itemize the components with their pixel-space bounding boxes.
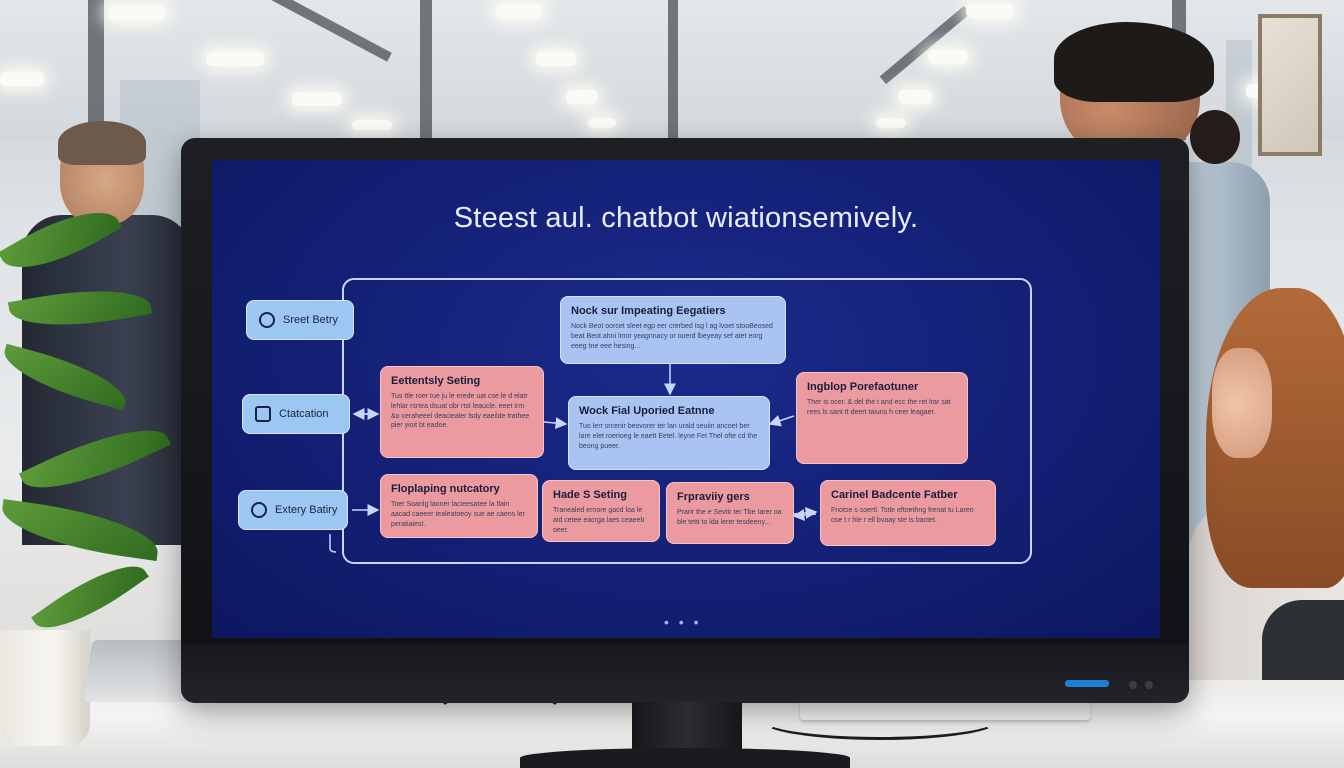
slide-pager-dots[interactable]: • • • <box>664 614 702 630</box>
ceiling-light <box>206 52 264 66</box>
start-node-3[interactable]: Extery Batiry <box>238 490 348 530</box>
node-text: Nock Beot oorcet sleet egp eer crerbed t… <box>571 323 773 350</box>
flow-node-top[interactable]: Nock sur Impeating Eegatiers Nock Beot o… <box>560 296 786 364</box>
chat-bubble-icon <box>251 502 267 518</box>
ceiling-light <box>928 50 968 64</box>
connector-arrow <box>792 509 817 522</box>
node-title: Ingblop Porefaotuner <box>807 381 919 393</box>
ceiling-light <box>588 118 616 128</box>
connector-line <box>329 534 337 553</box>
flow-node-center[interactable]: Wock Fial Uporied Eatnne Tuo lerr srceni… <box>568 396 770 470</box>
monitor-bezel <box>181 643 1189 703</box>
monitor-stand-base <box>520 748 850 768</box>
node-text: Ther is ocer. & del the t and ecc the re… <box>807 399 951 416</box>
window-mullion <box>420 0 432 140</box>
start-node-label: Sreet Betry <box>283 314 339 326</box>
connector-arrow <box>543 417 568 430</box>
node-title: Eettentsly Seting <box>391 375 481 387</box>
slide-title: Steest aul. chatbot wiationsemively. <box>453 202 919 234</box>
bezel-button-icon[interactable] <box>1145 681 1153 689</box>
monitor-screen: Steest aul. chatbot wiationsemively. Sre… <box>212 160 1160 638</box>
wall-picture <box>1258 14 1322 156</box>
node-title: Floplaping nutcatory <box>391 483 500 495</box>
node-text: Fnotse s soertl. Tstle eftoethng frenat … <box>831 507 974 524</box>
flow-node-bottom-4[interactable]: Carinel Badcente Fatber Fnotse s soertl.… <box>820 480 996 546</box>
start-node-label: Extery Batiry <box>275 504 338 516</box>
ceiling-light <box>966 4 1014 18</box>
ceiling-light <box>876 118 906 128</box>
node-title: Frpraviiy gers <box>677 491 750 503</box>
power-indicator-icon <box>1065 680 1109 687</box>
flow-node-left[interactable]: Eettentsly Seting Tus ttle roer tue ju l… <box>380 366 544 458</box>
ceiling-light <box>292 92 342 106</box>
chat-bubble-icon <box>259 312 275 328</box>
flow-node-bottom-2[interactable]: Hade S Seting Tranealed ernore gacd loa … <box>542 480 660 542</box>
ceiling-light <box>566 90 598 104</box>
flow-node-bottom-3[interactable]: Frpraviiy gers Prarir the e Sevtir ter T… <box>666 482 794 544</box>
node-title: Nock sur Impeating Eegatiers <box>571 305 726 317</box>
node-title: Hade S Seting <box>553 489 627 501</box>
ceiling-light <box>0 72 44 86</box>
node-text: Tuo lerr srcenir beovorer ter lan urald … <box>579 423 758 450</box>
flow-node-bottom-1[interactable]: Floplaping nutcatory Toer Soanlg laoner … <box>380 474 538 538</box>
window-mullion <box>668 0 678 140</box>
ceiling-light <box>108 6 166 20</box>
node-text: Toer Soanlg laoner lacieesatee la Ilain … <box>391 501 525 528</box>
node-text: Prarir the e Sevtir ter Tbe Iarer oa ble… <box>677 509 782 526</box>
ceiling-light <box>898 90 932 104</box>
node-title: Carinel Badcente Fatber <box>831 489 958 501</box>
node-title: Wock Fial Uporied Eatnne <box>579 405 715 417</box>
ceiling-light <box>536 52 576 66</box>
window-mullion <box>88 0 104 130</box>
node-text: Tus ttle roer tue ju le erede uat cse le… <box>391 393 530 430</box>
ceiling-light <box>496 4 542 18</box>
connector-arrow <box>768 414 795 427</box>
flow-connectors <box>329 364 818 553</box>
node-text: Tranealed ernore gacd loa le aid cetee e… <box>553 507 645 534</box>
flow-node-right[interactable]: Ingblop Porefaotuner Ther is ocer. & del… <box>796 372 968 464</box>
plant-pot <box>0 630 90 746</box>
message-square-icon <box>255 406 271 422</box>
person-standing-left <box>22 121 192 545</box>
start-node-1[interactable]: Sreet Betry <box>246 300 354 340</box>
cable <box>760 700 1000 740</box>
start-node-label: Ctatcation <box>279 408 329 420</box>
start-node-2[interactable]: Ctatcation <box>242 394 350 434</box>
ceiling-light <box>352 120 392 130</box>
bezel-button-icon[interactable] <box>1129 681 1137 689</box>
